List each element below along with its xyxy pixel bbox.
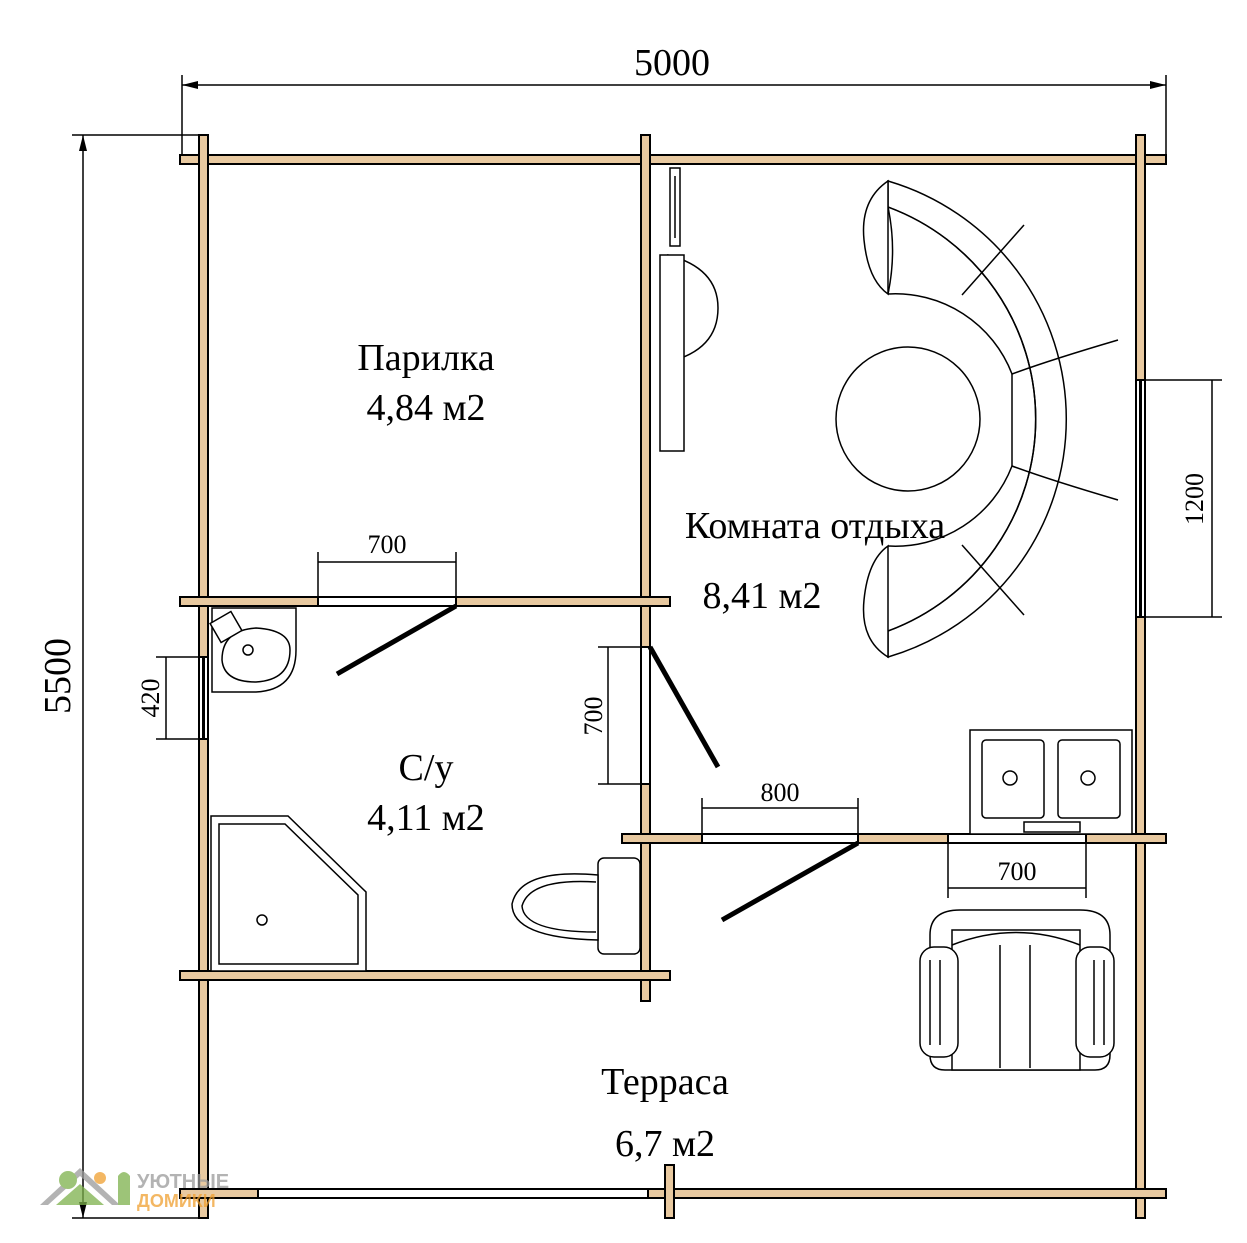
room-bath-area: 4,11 м2 — [367, 797, 485, 839]
window-right-label: 1200 — [1180, 473, 1209, 525]
dimension-total-height: 5500 — [37, 134, 204, 1219]
door-bath-side-label: 700 — [579, 697, 608, 736]
openings — [198, 379, 1146, 1199]
dimension-total-width: 5000 — [181, 42, 1167, 160]
total-width-label: 5000 — [634, 42, 710, 84]
room-terrace-area: 6,7 м2 — [615, 1123, 715, 1165]
door-opening-steam — [317, 596, 457, 607]
room-rest: Комната отдыха 8,41 м2 — [685, 505, 945, 617]
round-table-icon — [835, 346, 981, 492]
dimension-window-bath-left: 420 — [136, 656, 199, 740]
room-rest-name: Комната отдыха — [685, 505, 945, 547]
dimension-window-right: 1200 — [1145, 379, 1222, 618]
doors — [335, 603, 860, 923]
shower-tray-icon — [210, 815, 367, 972]
room-steam-name: Парилка — [357, 337, 494, 379]
total-height-label: 5500 — [37, 638, 79, 714]
double-sink-icon — [969, 729, 1133, 835]
window-bath-left-label: 420 — [136, 679, 165, 718]
logo-line2: ДОМИКИ — [137, 1191, 216, 1211]
toilet-icon — [511, 857, 641, 955]
logo-line1: УЮТНЫЕ — [137, 1171, 229, 1193]
window-rest-bottom-label: 700 — [998, 857, 1037, 886]
room-bath-name: С/у — [399, 747, 454, 789]
door-rest-bottom-label: 800 — [761, 778, 800, 807]
room-terrace-name: Терраса — [601, 1061, 729, 1103]
sauna-stove-icon — [659, 167, 719, 452]
window-rest-bottom — [947, 833, 1087, 844]
room-rest-area: 8,41 м2 — [702, 575, 821, 617]
door-opening-rest-bottom — [701, 833, 859, 844]
dimension-door-rest-bottom: 800 — [701, 778, 859, 834]
terrace-opening — [257, 1188, 649, 1199]
logo: УЮТНЫЕ ДОМИКИ — [40, 1168, 229, 1211]
room-steam: Парилка 4,84 м2 — [357, 337, 494, 429]
room-steam-area: 4,84 м2 — [366, 387, 485, 429]
dimension-window-rest-bottom: 700 — [947, 843, 1087, 898]
house-logo-icon — [40, 1168, 130, 1205]
armchair-icon — [919, 909, 1115, 1071]
curved-sofa-icon — [862, 179, 1119, 659]
door-steam-label: 700 — [368, 530, 407, 559]
room-terrace: Терраса 6,7 м2 — [601, 1061, 729, 1165]
dimension-door-bath-side: 700 — [579, 646, 641, 785]
door-opening-bath-side — [640, 646, 651, 785]
corner-sink-icon — [209, 607, 297, 693]
dimension-door-steam: 700 — [317, 530, 457, 597]
room-bath: С/у 4,11 м2 — [367, 747, 485, 839]
